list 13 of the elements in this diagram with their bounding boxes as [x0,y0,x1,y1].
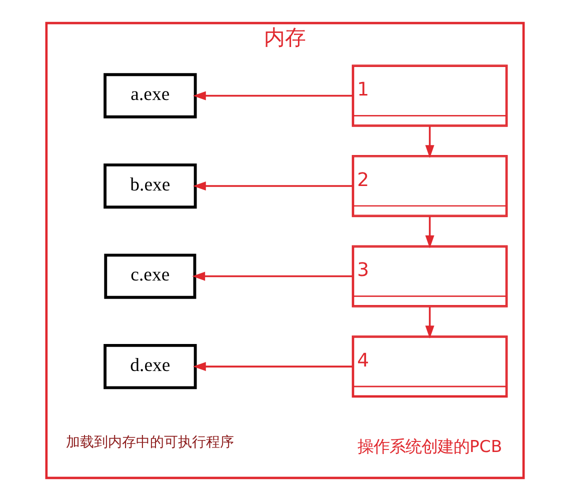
label: 操作系统创建的PCB [356,436,502,456]
node-box: a.exe [103,72,196,118]
arrow [192,181,352,190]
label: 加载到内存中的可执行程序 [66,434,234,450]
node-box: d.exe [103,344,196,389]
arrow [192,90,352,100]
arrow [192,362,352,371]
arrow [424,126,434,158]
arrow [192,271,352,280]
arrow [424,306,434,338]
node-box: b.exe [103,162,196,208]
arrow [424,216,434,248]
node-box: c.exe [104,253,196,298]
